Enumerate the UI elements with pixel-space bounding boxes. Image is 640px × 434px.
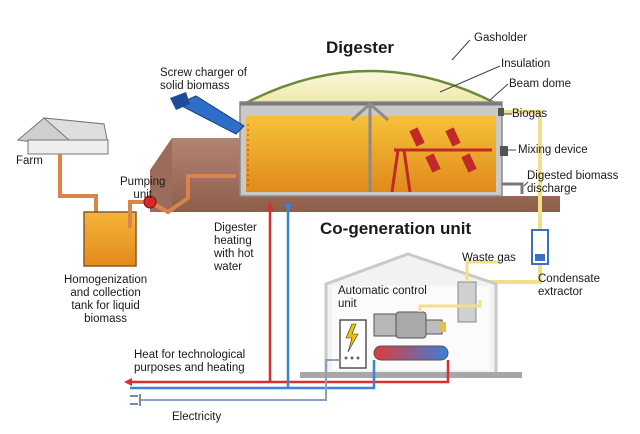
label-digester-heating: Digester heating with hot water: [214, 222, 257, 274]
mixing-device: [390, 127, 492, 193]
ground-slope: [150, 138, 172, 212]
electricity-plug: [130, 394, 141, 406]
pump-feed-pipe: [128, 174, 236, 228]
label-digester-heating-line3: with hot: [214, 248, 254, 260]
cold-water-line: [130, 204, 376, 390]
label-digester-heating-line2: heating: [214, 235, 252, 247]
label-heat-line1: Heat for technological: [134, 349, 246, 361]
mixing-motor: [500, 146, 508, 156]
label-condensate-line2: extractor: [538, 286, 583, 298]
exhaust-unit: [457, 281, 477, 323]
condensate-level: [535, 254, 545, 261]
label-pumping-unit-line1: Pumping: [120, 176, 166, 188]
digester-title: Digester: [326, 38, 395, 57]
chp-engine: [373, 311, 446, 339]
biogas-valve: [498, 108, 504, 116]
label-digester-heating-line1: Digester: [214, 222, 257, 234]
farm-building: [16, 117, 109, 155]
label-gasholder: Gasholder: [474, 32, 528, 44]
lightning-icon: [345, 323, 359, 353]
label-mixing-device: Mixing device: [518, 144, 588, 156]
ground-mound: [172, 138, 560, 212]
label-insulation: Insulation: [501, 58, 551, 70]
label-screw-charger: Screw charger of solid biomass: [160, 67, 247, 93]
hot-water-arrow: [266, 202, 274, 210]
heat-out-arrow: [124, 378, 132, 386]
beam-support: [351, 101, 389, 192]
gas-feed-engine: [418, 300, 482, 312]
label-homogenization: Homogenization and collection tank for l…: [64, 274, 147, 326]
gasholder-dome: [243, 69, 498, 106]
label-pumping-unit-line2: unit: [133, 189, 152, 201]
label-digester-heating-line4: water: [214, 261, 243, 273]
label-automatic-control: Automatic control unit: [338, 285, 427, 311]
hot-water-line: [130, 204, 450, 384]
leader-lines: [439, 39, 529, 187]
label-digested-discharge-line2: discharge: [527, 183, 577, 195]
label-homogenization-line1: Homogenization: [64, 274, 148, 286]
label-automatic-control-line1: Automatic control: [338, 285, 427, 297]
cold-water-arrow: [284, 204, 292, 212]
control-buttons: [344, 356, 360, 360]
label-screw-charger-line1: Screw charger of: [160, 67, 247, 79]
discharge-pipe: [502, 182, 524, 194]
homogenization-tank: [83, 211, 137, 267]
cogeneration-title: Co-generation unit: [320, 219, 472, 238]
label-digested-discharge-line1: Digested biomass: [527, 170, 619, 182]
label-homogenization-line3: tank for liquid: [71, 300, 140, 312]
pumping-unit-icon: [143, 195, 157, 209]
farm-feed-pipe: [58, 154, 98, 216]
label-heat-line2: purposes and heating: [134, 362, 245, 374]
label-electricity: Electricity: [172, 411, 222, 423]
label-biogas: Biogas: [512, 108, 548, 120]
electricity-cable: [140, 359, 340, 401]
label-farm: Farm: [16, 155, 43, 167]
label-condensate-line1: Condensate: [538, 273, 601, 285]
waste-gas-pipe: [465, 260, 500, 282]
label-screw-charger-line2: solid biomass: [160, 80, 230, 92]
screw-charger: [170, 92, 245, 135]
label-waste-gas: Waste gas: [462, 252, 516, 264]
label-condensate: Condensate extractor: [538, 273, 600, 299]
label-homogenization-line2: and collection: [70, 287, 141, 299]
label-automatic-control-line2: unit: [338, 298, 357, 310]
heat-exchanger: [373, 345, 449, 361]
label-heat: Heat for technological purposes and heat…: [134, 349, 245, 375]
label-pumping-unit: Pumping unit: [120, 176, 165, 202]
label-beam-dome: Beam dome: [509, 78, 572, 90]
label-homogenization-line4: biomass: [84, 313, 127, 325]
label-digested-discharge: Digested biomass discharge: [527, 170, 618, 196]
